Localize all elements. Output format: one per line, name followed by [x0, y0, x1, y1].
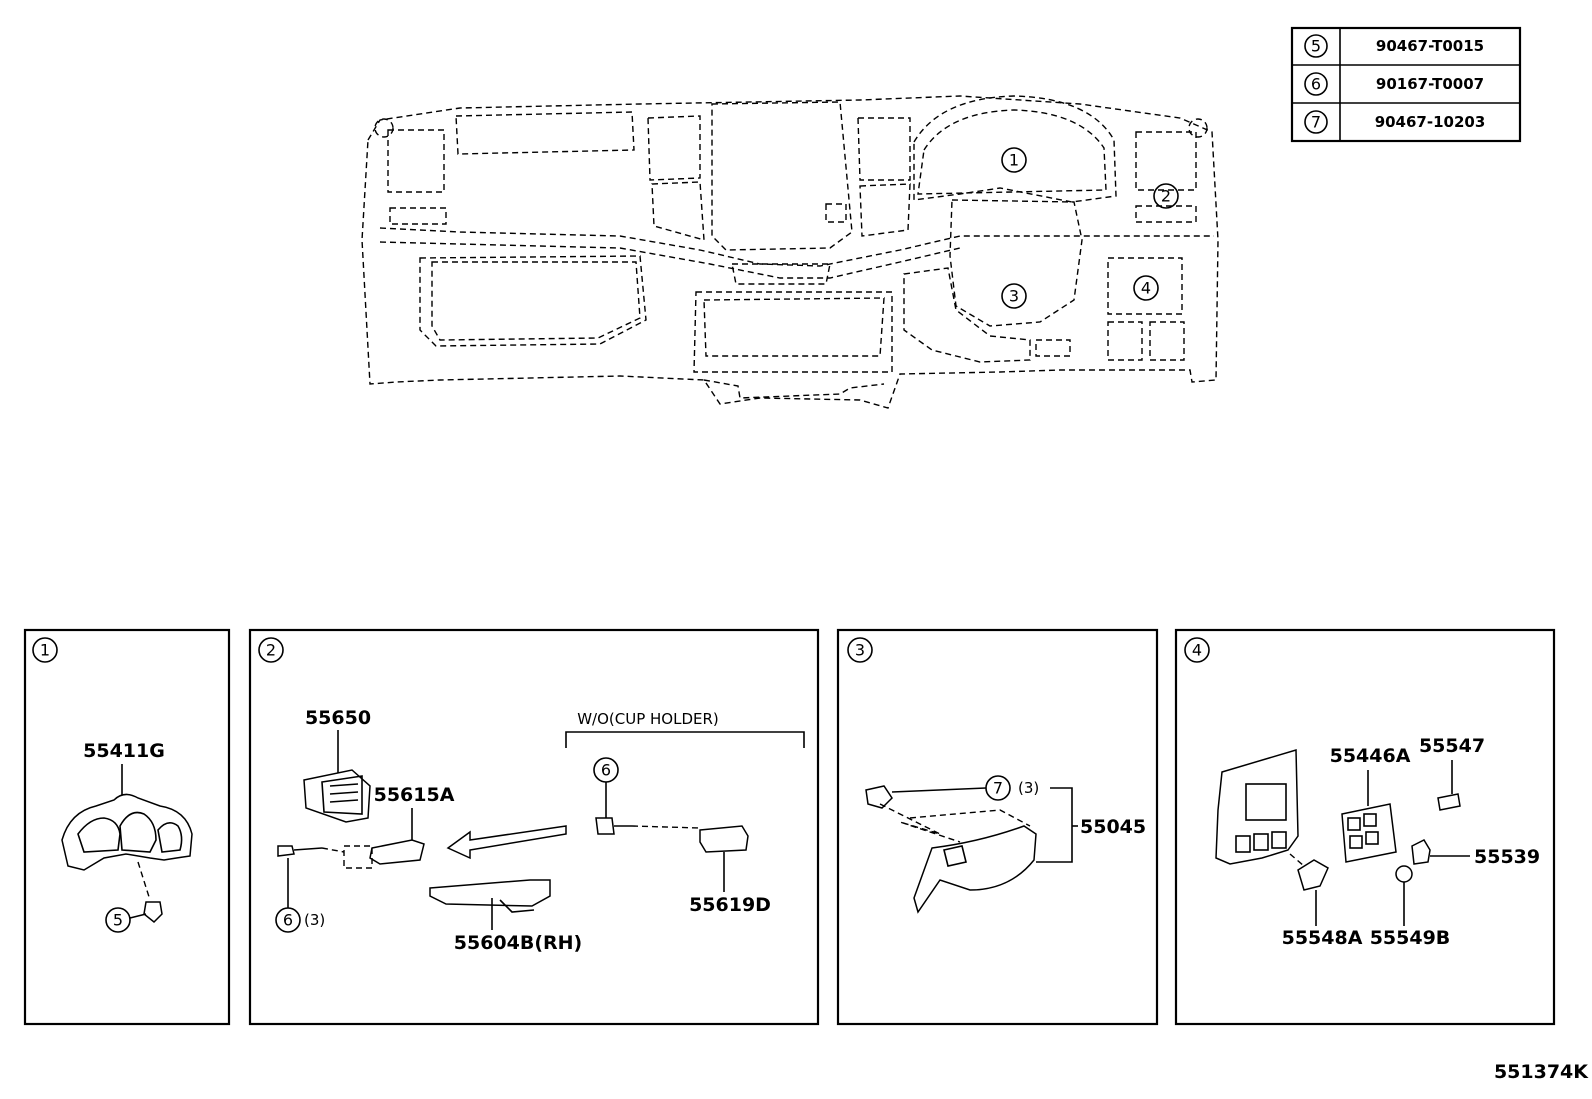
svg-text:2: 2: [1161, 187, 1171, 206]
svg-text:3: 3: [1009, 287, 1019, 306]
table-row: 7 90467-10203: [1304, 110, 1486, 134]
table-ref: 7: [1311, 113, 1321, 132]
fastener-qty: (3): [1018, 779, 1039, 797]
screw-qty: (3): [304, 911, 325, 929]
part-label-55539: 55539: [1474, 846, 1540, 868]
svg-text:4: 4: [1141, 279, 1151, 298]
svg-text:1: 1: [1009, 151, 1019, 170]
fastener-table: 5 90467-T0015 6 90167-T0007 7 90467-1020…: [1290, 26, 1522, 143]
part-label-55045: 55045: [1080, 816, 1146, 838]
part-label-55446A: 55446A: [1330, 745, 1411, 767]
screw-ref: 6: [601, 761, 611, 780]
detail-panel-1: 1 55411G 5: [23, 628, 231, 1026]
detail-panel-3: 3 7 (3) 55045: [836, 628, 1159, 1026]
detail-panel-2: 2 55650 55615A 6 (3) 55604B(RH) W/O(CUP …: [248, 628, 820, 1026]
overview-callout-3: 3: [1001, 283, 1027, 309]
table-part-number: 90167-T0007: [1376, 75, 1484, 93]
panel-ref: 4: [1192, 641, 1202, 660]
panel-ref: 1: [40, 641, 50, 660]
part-label-55615A: 55615A: [374, 784, 455, 806]
overview-callout-1: 1: [1001, 147, 1027, 173]
fastener-ref: 5: [113, 911, 123, 930]
figure-id: 551374K: [1494, 1061, 1589, 1083]
wo-cup-holder-note: W/O(CUP HOLDER): [577, 710, 719, 728]
overview-callout-4: 4: [1133, 275, 1159, 301]
part-label-55548A: 55548A: [1282, 927, 1363, 949]
part-label-55619D: 55619D: [689, 894, 771, 916]
screw-ref: 6: [283, 911, 293, 930]
panel-ref: 3: [855, 641, 865, 660]
table-row: 5 90467-T0015: [1304, 34, 1484, 58]
fastener-ref: 7: [993, 779, 1003, 798]
table-part-number: 90467-T0015: [1376, 37, 1484, 55]
table-row: 6 90167-T0007: [1304, 72, 1484, 96]
table-part-number: 90467-10203: [1375, 113, 1486, 131]
table-ref: 6: [1311, 75, 1321, 94]
detail-panel-4: 4 55446A 55547 55539 55548A 55549B: [1174, 628, 1556, 1026]
panel-ref: 2: [266, 641, 276, 660]
overview-callout-2: 2: [1153, 183, 1179, 209]
table-ref: 5: [1311, 37, 1321, 56]
part-label-55411G: 55411G: [83, 740, 165, 762]
dashboard-drawing: 1 2 3 4: [361, 95, 1219, 409]
part-label-55547: 55547: [1419, 735, 1485, 757]
part-label-55604B: 55604B(RH): [454, 932, 582, 954]
part-label-55549B: 55549B: [1370, 927, 1451, 949]
part-label-55650: 55650: [305, 707, 371, 729]
